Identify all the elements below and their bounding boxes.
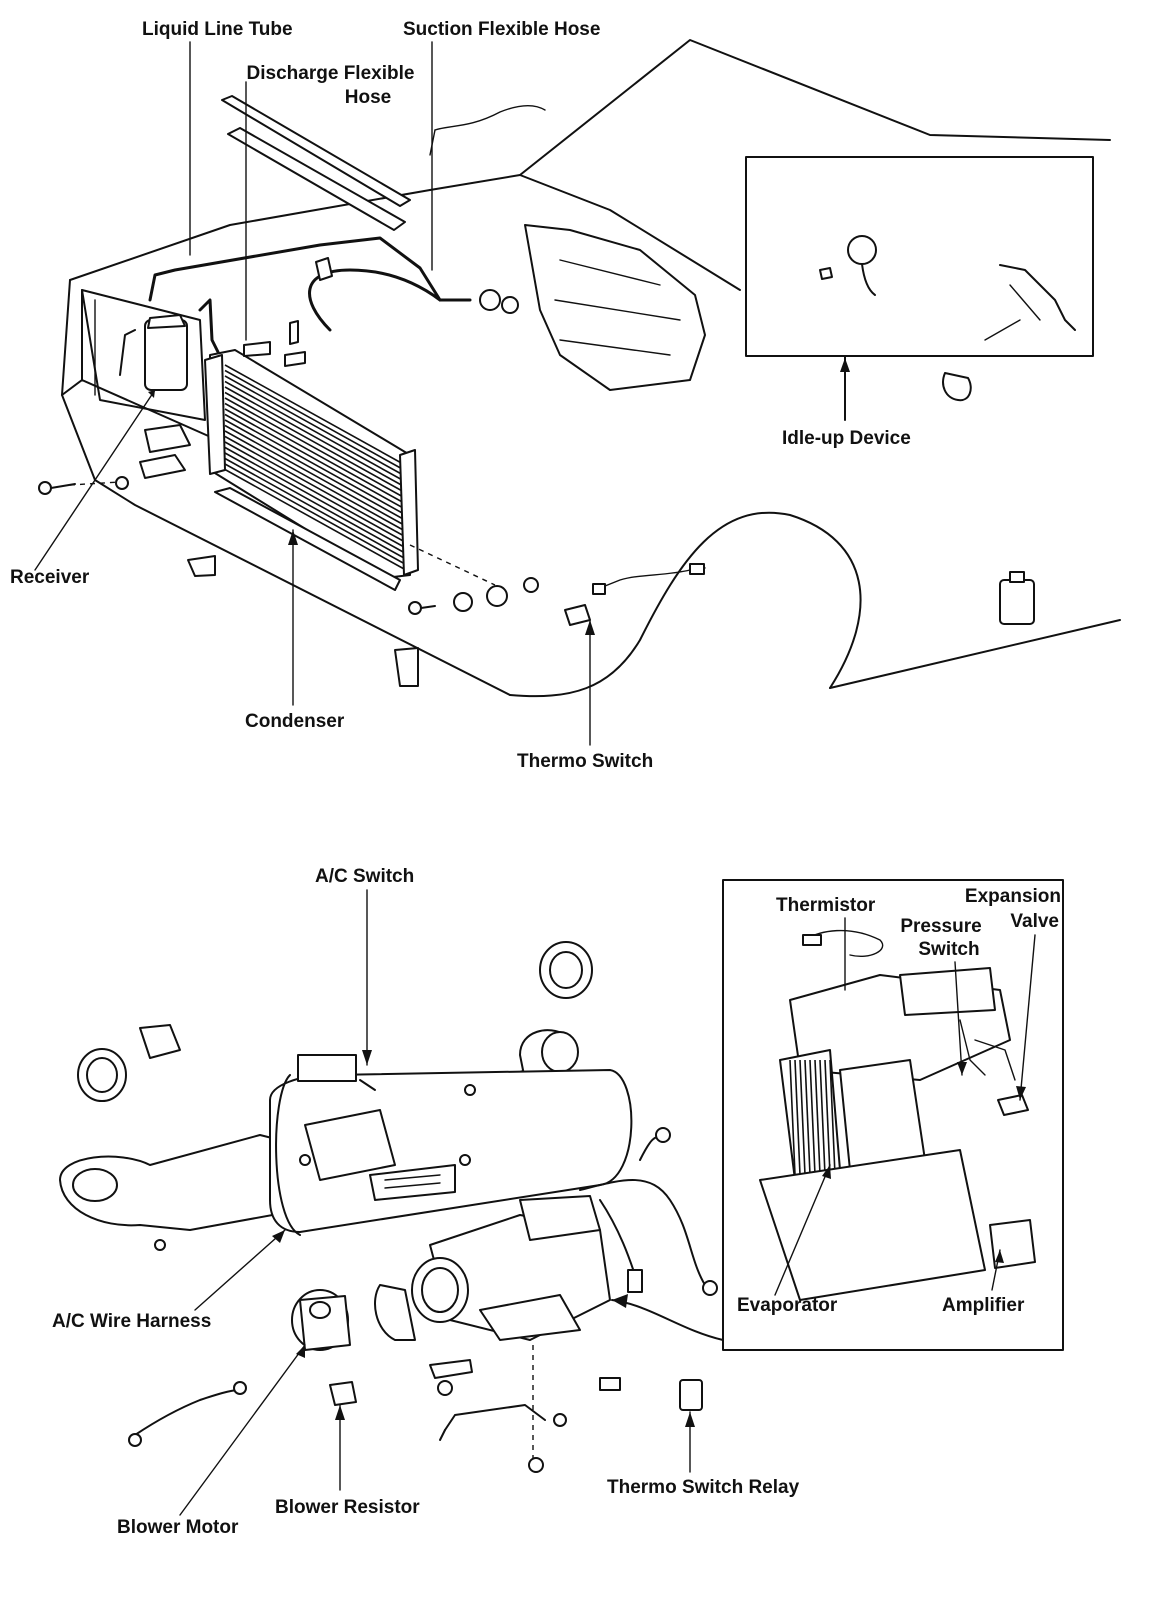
condenser-fin	[224, 441, 406, 543]
label-discharge-flexible-hose-line2: Hose	[344, 87, 392, 108]
evaporator-fin	[789, 1059, 796, 1176]
label-blower-resistor: Blower Resistor	[275, 1497, 420, 1518]
label-thermo-switch: Thermo Switch	[517, 751, 654, 772]
label-expansion-valve-line1: Expansion	[964, 886, 1061, 907]
condenser-fin	[224, 391, 406, 494]
condenser-fin	[224, 408, 406, 510]
bottom-small-hardware	[128, 1084, 703, 1473]
evaporator-fin	[809, 1059, 816, 1176]
condenser-fin	[224, 386, 406, 488]
label-amplifier: Amplifier	[942, 1295, 1025, 1316]
evaporator-fin	[819, 1059, 826, 1176]
condenser-fin	[224, 435, 406, 538]
label-receiver: Receiver	[10, 567, 90, 588]
evaporator-inset	[722, 879, 1064, 1351]
label-ac-wire-harness: A/C Wire Harness	[52, 1311, 212, 1332]
top-leader-lines	[34, 41, 595, 746]
oil-bottle	[999, 571, 1035, 625]
duct-assembly	[59, 1029, 633, 1233]
condenser-core	[204, 349, 419, 591]
condenser-fin	[224, 419, 406, 521]
label-discharge-flexible-hose-line1: Discharge Flexible	[246, 63, 415, 84]
label-blower-motor: Blower Motor	[117, 1517, 239, 1538]
label-condenser: Condenser	[245, 711, 345, 732]
thermo-switch-part	[564, 563, 706, 626]
condenser-fin	[224, 468, 406, 571]
evaporator-fin	[804, 1059, 811, 1176]
evaporator-fin	[799, 1059, 806, 1176]
condenser-fin	[224, 413, 406, 516]
condenser-fin	[224, 380, 406, 483]
label-ac-switch: A/C Switch	[315, 866, 415, 887]
label-suction-flexible-hose: Suction Flexible Hose	[403, 19, 601, 40]
condenser-fin	[224, 369, 406, 472]
label-thermo-switch-relay: Thermo Switch Relay	[607, 1477, 800, 1498]
blower-motor-part	[291, 1289, 351, 1351]
condenser-fin	[224, 463, 406, 565]
inset-pointer-arrow	[611, 1294, 724, 1341]
evaporator-fin	[814, 1059, 821, 1176]
condenser-fin	[224, 457, 406, 560]
label-thermistor: Thermistor	[776, 895, 876, 916]
label-pressure-switch-line2: Switch	[918, 939, 980, 960]
condenser-fin	[224, 364, 406, 466]
heater-unit	[374, 1195, 611, 1341]
label-evaporator: Evaporator	[737, 1295, 838, 1316]
refrigerant-lines	[148, 105, 546, 354]
condenser-fin	[224, 424, 406, 527]
hood-brace-parts	[221, 95, 411, 231]
control-panel-parts	[297, 1054, 456, 1201]
condenser-fin	[224, 402, 406, 505]
label-pressure-switch-line1: Pressure	[900, 916, 982, 937]
condenser-fin	[224, 397, 406, 499]
condenser-fin	[224, 430, 406, 532]
top-small-hardware	[38, 257, 539, 687]
evaporator-fin	[794, 1059, 801, 1176]
seal-rings	[77, 941, 593, 1102]
condenser-fin	[224, 452, 406, 554]
condenser-fin	[224, 375, 406, 477]
condenser-fin	[224, 446, 406, 549]
label-liquid-line-tube: Liquid Line Tube	[142, 19, 293, 40]
label-expansion-valve-line2: Valve	[1010, 911, 1059, 932]
label-idle-up-device: Idle-up Device	[782, 428, 911, 449]
idle-up-inset	[745, 156, 1094, 421]
evaporator-fin	[829, 1059, 836, 1176]
evaporator-fin	[824, 1059, 831, 1176]
wire-harness	[275, 1074, 718, 1296]
receiver-drier	[119, 314, 191, 479]
hose-clamp-part	[942, 372, 972, 402]
bottom-leader-lines	[179, 889, 1036, 1516]
